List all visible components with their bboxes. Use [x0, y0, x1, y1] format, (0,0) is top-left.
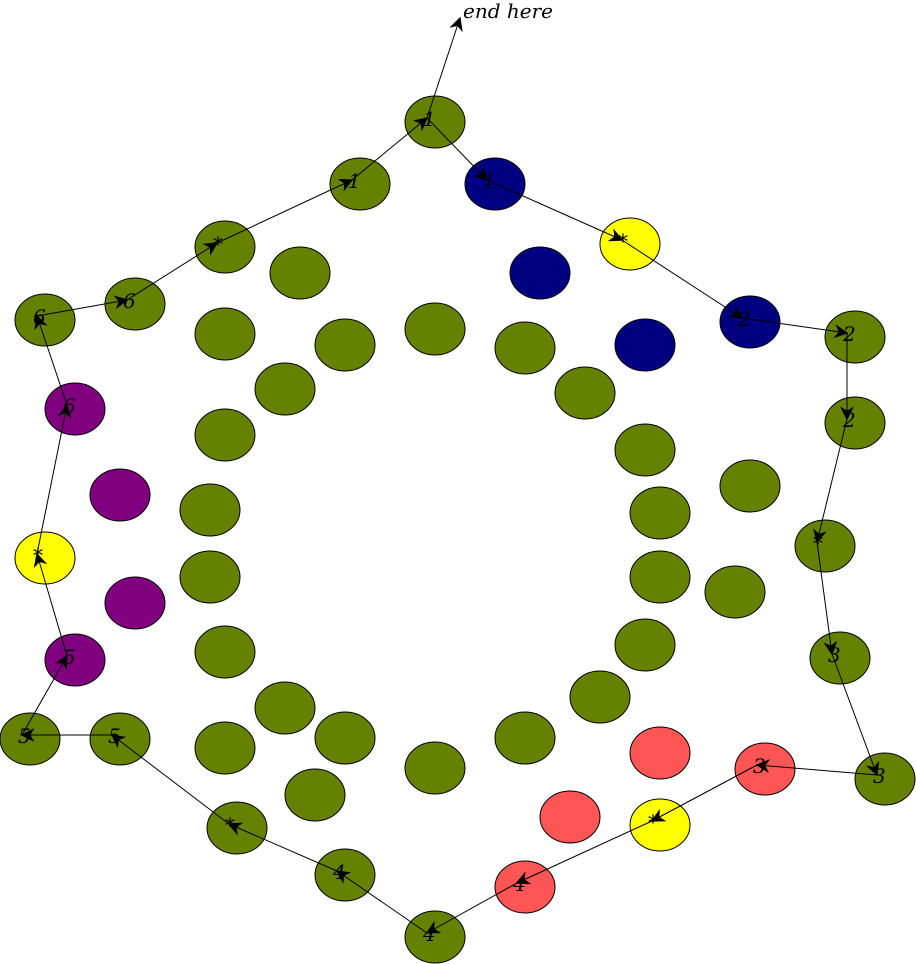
- path-node-circle: [629, 798, 691, 852]
- path-node-label: 1: [483, 169, 496, 193]
- path-arrow: [216, 178, 354, 244]
- node-circle: [569, 670, 631, 724]
- path-arrow: [813, 418, 848, 544]
- path-arrow: [351, 117, 429, 181]
- node-circle: [254, 362, 316, 416]
- path-node-circle: [599, 217, 661, 271]
- path-arrow: [426, 117, 488, 182]
- path-arrow: [755, 759, 878, 776]
- node-circle: [494, 321, 556, 375]
- node-circle: [614, 618, 676, 672]
- path-node-label: 1: [348, 169, 361, 193]
- node-circle: [284, 768, 346, 822]
- node-circle: [629, 726, 691, 780]
- node-circle: [614, 318, 676, 372]
- path-arrow: [227, 822, 338, 872]
- path-node-label: 6: [63, 394, 76, 418]
- node-circle: [404, 302, 466, 356]
- path-node-label: *: [813, 531, 823, 555]
- node-circle: [194, 307, 256, 361]
- path-arrow: [21, 654, 68, 736]
- path-node-label: 5: [18, 724, 31, 748]
- node-circle: [254, 681, 316, 735]
- path-node-label: 4: [332, 860, 346, 884]
- node-circle: [404, 741, 466, 795]
- path-arrow: [33, 552, 68, 657]
- path-arrow: [425, 882, 518, 934]
- node-circle: [194, 408, 256, 462]
- path-arrow: [816, 541, 838, 656]
- node-circle: [314, 318, 376, 372]
- path-node-label: *: [225, 813, 235, 837]
- node-circle: [179, 550, 241, 604]
- path-arrow: [34, 314, 68, 406]
- node-circle: [719, 459, 781, 513]
- path-arrow: [126, 242, 219, 301]
- path-node-label: *: [648, 810, 658, 834]
- path-node-label: 5: [63, 645, 76, 669]
- node-circle: [89, 468, 151, 522]
- end-here-label: end here: [463, 0, 553, 23]
- path-node-label: 4: [512, 872, 526, 896]
- path-arrow: [515, 820, 653, 885]
- path-node-label: 3: [828, 643, 841, 667]
- path-node-circle: [404, 95, 466, 149]
- node-circle: [629, 550, 691, 604]
- path-arrow: [650, 764, 758, 822]
- path-node-label: 5: [108, 724, 121, 748]
- path-node-label: 6: [123, 289, 136, 313]
- path-node-circle: [44, 633, 106, 687]
- path-node-label: 2: [842, 322, 856, 346]
- path-node-label: 2: [737, 307, 751, 331]
- node-circle: [104, 576, 166, 630]
- path-arrow: [110, 734, 230, 825]
- node-circle: [629, 486, 691, 540]
- node-circle: [614, 423, 676, 477]
- path-node-circle: [14, 531, 76, 585]
- path-node-label: *: [33, 543, 43, 567]
- path-arrow: [426, 16, 463, 119]
- path-node-label: 4: [422, 922, 436, 946]
- path-node-label: 1: [423, 107, 436, 131]
- node-circle: [269, 246, 331, 300]
- path-arrow: [335, 870, 428, 934]
- path-node-circle: [494, 860, 556, 914]
- path-node-circle: [194, 220, 256, 274]
- path-node-label: 3: [753, 754, 766, 778]
- path-node-label: 3: [873, 764, 886, 788]
- path-arrow: [741, 317, 849, 339]
- path-node-circle: [824, 310, 886, 364]
- node-circle: [179, 483, 241, 537]
- node-circle: [194, 625, 256, 679]
- path-arrow: [831, 653, 880, 777]
- path-node-circle: [329, 157, 391, 211]
- path-node-circle: [404, 910, 466, 964]
- path-arrow: [36, 295, 129, 317]
- path-node-circle: [794, 519, 856, 573]
- node-circle: [704, 565, 766, 619]
- node-circle: [314, 711, 376, 765]
- node-circle: [554, 366, 616, 420]
- node-circle: [509, 246, 571, 300]
- path-node-label: 6: [33, 305, 46, 329]
- node-circle: [539, 790, 601, 844]
- path-node-label: *: [618, 229, 628, 253]
- path-node-label: *: [213, 232, 223, 256]
- path-arrow: [621, 239, 744, 319]
- node-circle: [494, 711, 556, 765]
- path-node-circle: [44, 382, 106, 436]
- path-node-label: 2: [842, 408, 856, 432]
- path-arrow: [36, 403, 72, 555]
- path-arrow: [486, 179, 624, 242]
- node-circle: [194, 721, 256, 775]
